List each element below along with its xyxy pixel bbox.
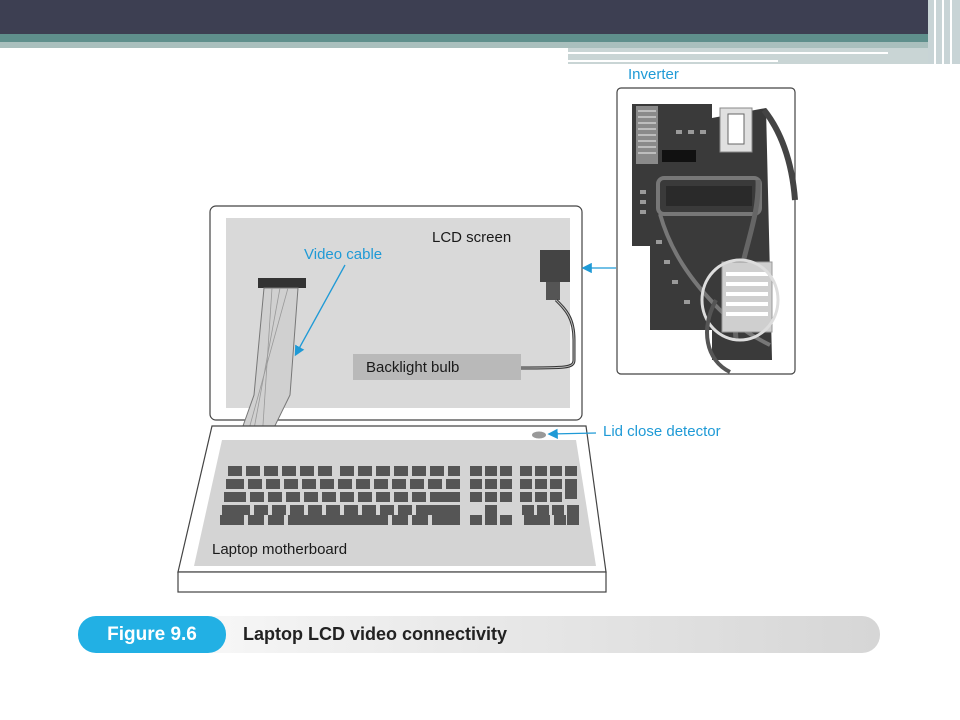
keyboard-nav-keys [470, 466, 512, 525]
laptop-motherboard-label: Laptop motherboard [212, 541, 348, 558]
header-stripe-line [568, 52, 888, 54]
slide-header-bar [0, 0, 960, 34]
keyboard [220, 466, 579, 525]
lid-close-sensor [532, 431, 546, 439]
lid-close-detector-arrow [547, 428, 597, 440]
video-cable-label: Video cable [304, 246, 383, 263]
lcd-screen-label: LCD screen [432, 229, 512, 246]
video-cable-arrow [294, 264, 346, 357]
backlight-bulb [353, 354, 521, 380]
keyboard-numpad [520, 466, 579, 525]
header-stripe-light [0, 42, 960, 48]
header-stripe [0, 34, 960, 42]
inverter-connector [519, 250, 576, 370]
backlight-bulb-label: Backlight bulb [366, 359, 460, 376]
lid-close-detector-label: Lid close detector [603, 423, 721, 440]
header-edge-decoration [928, 0, 960, 64]
header-stripe-line [568, 60, 778, 62]
keyboard-main-keys [220, 466, 460, 525]
inverter-board-photo [616, 87, 798, 375]
figure-number-badge: Figure 9.6 [78, 616, 226, 653]
figure-caption-title: Laptop LCD video connectivity [243, 624, 508, 644]
inverter-label: Inverter [628, 66, 679, 83]
